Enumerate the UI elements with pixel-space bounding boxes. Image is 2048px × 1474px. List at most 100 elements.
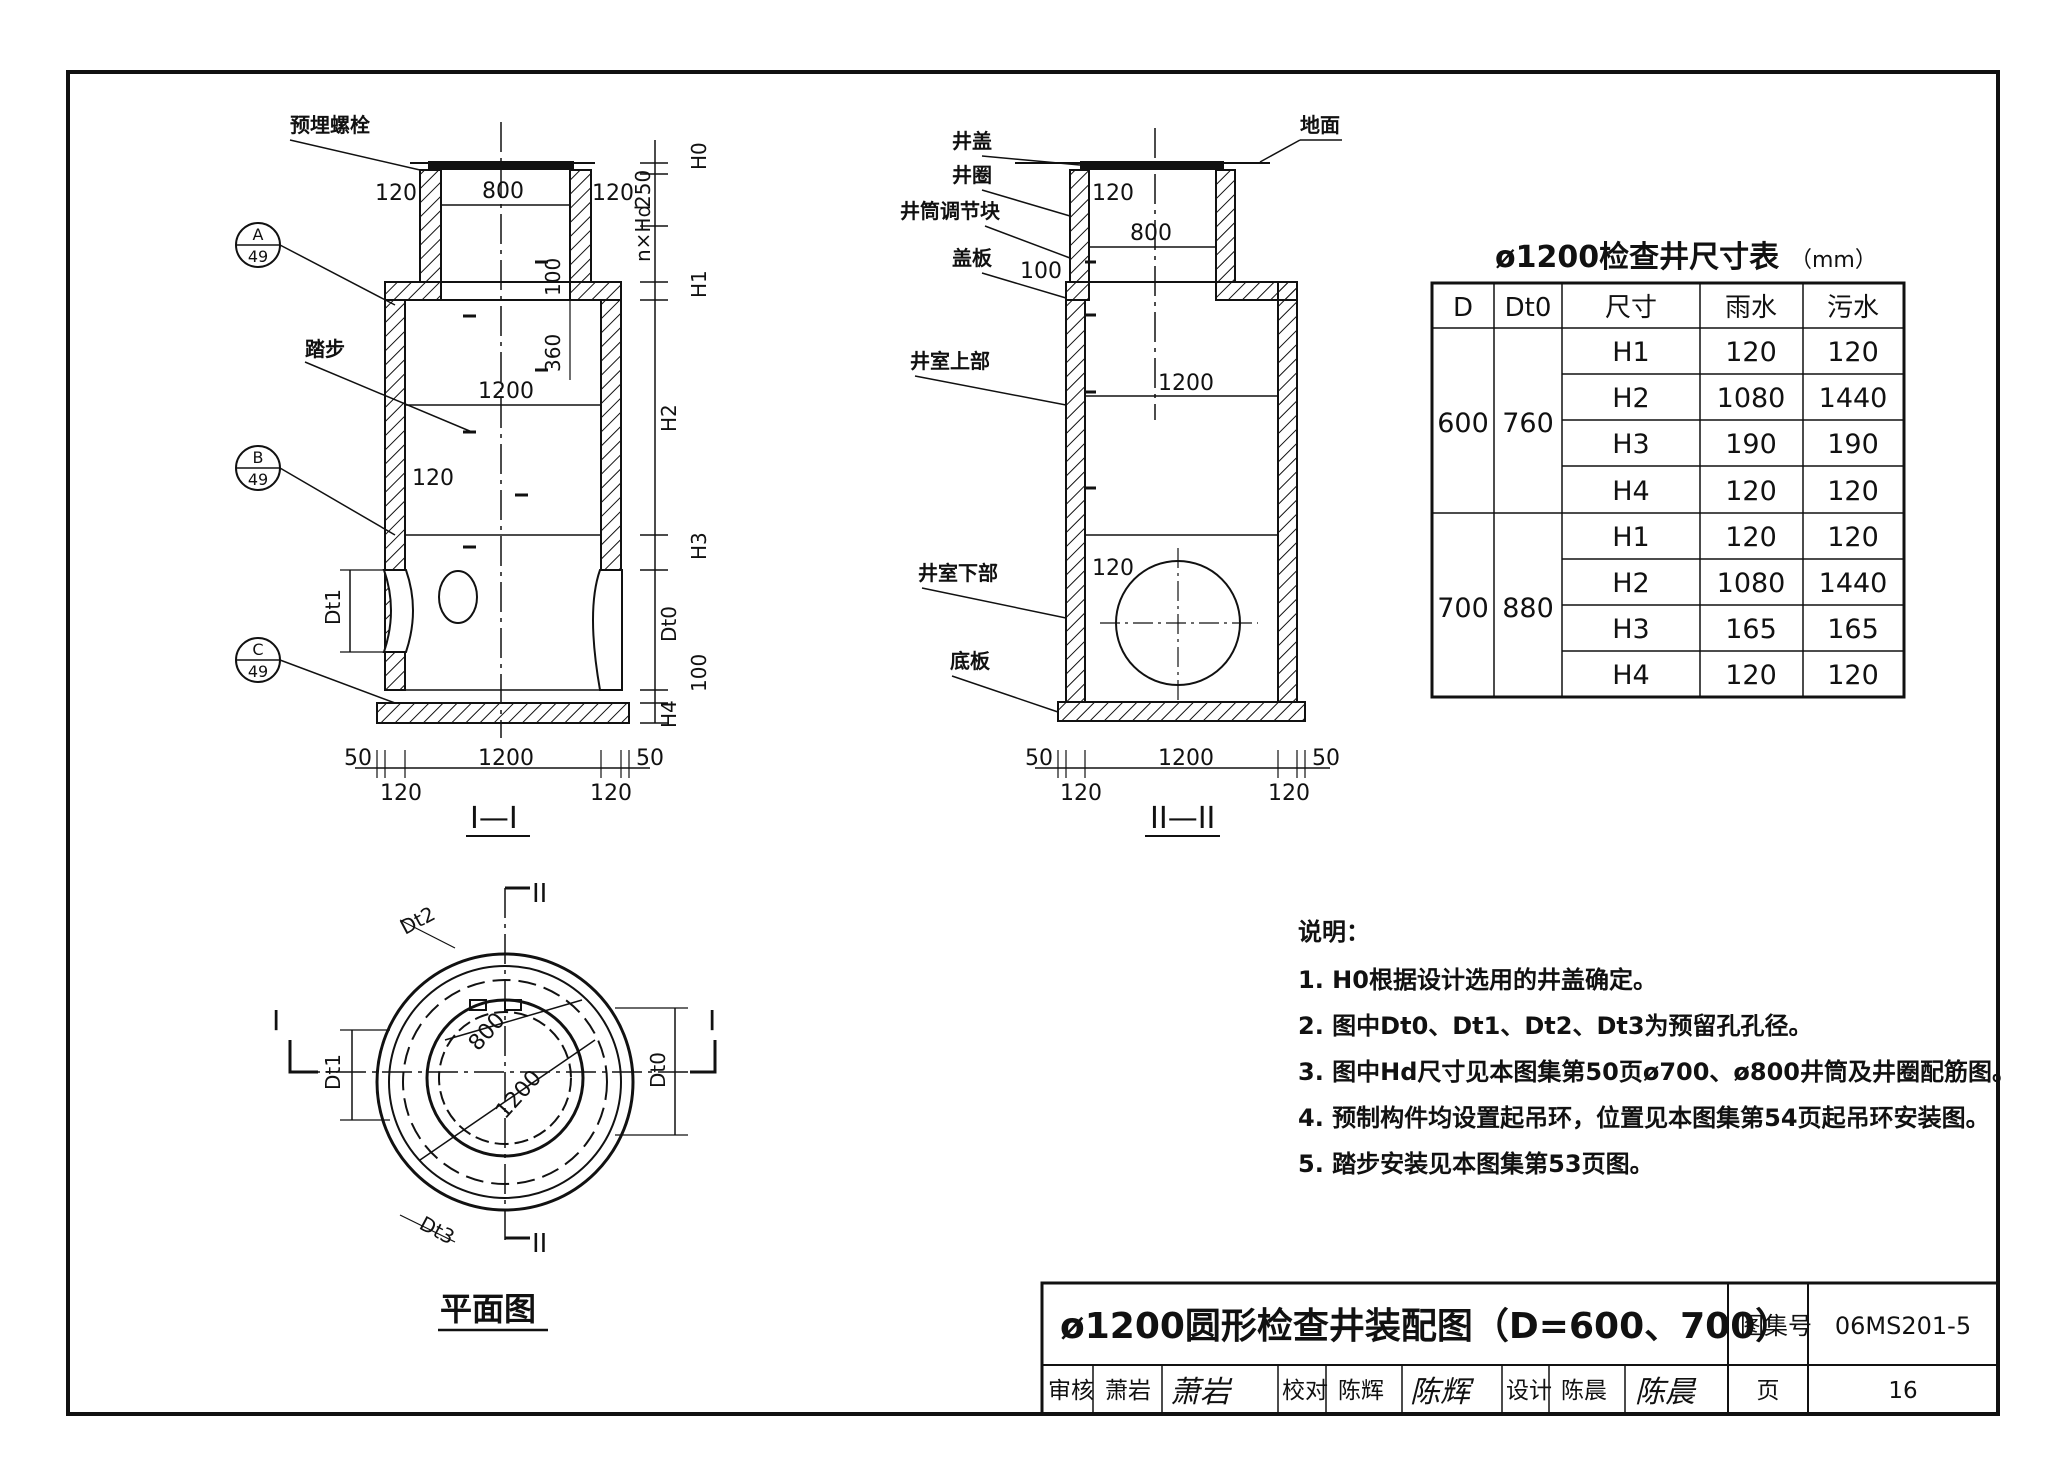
ref-c: C 49 [235, 637, 396, 704]
note-3: 3. 图中Hd尺寸见本图集第50页ø700、ø800井筒及井圈配筋图。 [1298, 1058, 2016, 1086]
svg-text:页: 页 [1757, 1378, 1780, 1404]
svg-text:H3: H3 [1612, 429, 1649, 460]
svg-text:360: 360 [541, 334, 565, 372]
svg-text:图集号: 图集号 [1740, 1312, 1812, 1340]
svg-text:880: 880 [1502, 593, 1554, 624]
svg-text:120: 120 [1060, 781, 1102, 806]
step-rungs [463, 260, 548, 549]
table-unit: （mm） [1790, 248, 1877, 273]
svg-text:1440: 1440 [1819, 568, 1888, 599]
svg-text:Dt3: Dt3 [416, 1211, 459, 1249]
checker-signature: 陈辉 [1410, 1375, 1475, 1410]
svg-text:120: 120 [1827, 522, 1879, 553]
svg-text:井盖: 井盖 [952, 129, 992, 153]
note-5: 5. 踏步安装见本图集第53页图。 [1298, 1150, 1654, 1178]
svg-text:120: 120 [592, 181, 634, 206]
svg-text:I: I [272, 1004, 280, 1037]
svg-text:120: 120 [1092, 181, 1134, 206]
svg-text:800: 800 [1130, 221, 1172, 246]
svg-text:H4: H4 [1612, 476, 1649, 507]
section-2-title: II—II [1150, 801, 1215, 836]
svg-text:120: 120 [1827, 476, 1879, 507]
svg-text:190: 190 [1725, 429, 1777, 460]
ref-a: A 49 [235, 222, 396, 306]
svg-text:120: 120 [1827, 337, 1879, 368]
svg-text:D: D [1453, 293, 1473, 323]
svg-text:50: 50 [1312, 746, 1340, 771]
svg-text:地面: 地面 [1300, 113, 1340, 137]
svg-text:陈晨: 陈晨 [1561, 1378, 1607, 1404]
svg-text:1440: 1440 [1819, 383, 1888, 414]
svg-text:H2: H2 [1612, 383, 1649, 414]
notes: 说明： 1. H0根据设计选用的井盖确定。 2. 图中Dt0、Dt1、Dt2、D… [1298, 918, 2016, 1178]
svg-text:H1: H1 [1612, 522, 1649, 553]
svg-text:H4: H4 [657, 700, 681, 728]
svg-text:700: 700 [1437, 593, 1489, 624]
svg-text:190: 190 [1827, 429, 1879, 460]
svg-text:n×Hd: n×Hd [631, 205, 655, 262]
step-label: 踏步 [305, 337, 345, 361]
svg-text:陈辉: 陈辉 [1338, 1378, 1384, 1404]
plan-title: 平面图 [440, 1290, 536, 1328]
svg-text:Dt0: Dt0 [1505, 293, 1552, 323]
svg-text:1080: 1080 [1717, 568, 1786, 599]
base-slab [376, 702, 630, 724]
plan-view: 800 1200 Dt2 Dt3 Dt1 Dt0 I I II II 平面图 [272, 879, 717, 1332]
svg-text:H3: H3 [687, 532, 711, 560]
svg-text:120: 120 [375, 181, 417, 206]
svg-text:120: 120 [1725, 522, 1777, 553]
svg-text:H4: H4 [1612, 660, 1649, 691]
svg-text:50: 50 [636, 746, 664, 771]
svg-text:49: 49 [248, 247, 268, 266]
svg-text:120: 120 [1827, 660, 1879, 691]
section-1-1: 预埋螺栓 踏步 A 49 B 49 C 49 120 800 120 [235, 113, 711, 837]
svg-text:污水: 污水 [1827, 293, 1879, 323]
svg-text:井筒调节块: 井筒调节块 [900, 199, 1001, 223]
svg-text:盖板: 盖板 [952, 246, 993, 270]
bolt-label: 预埋螺栓 [290, 113, 370, 137]
svg-text:165: 165 [1827, 614, 1879, 645]
svg-text:审核: 审核 [1048, 1378, 1094, 1404]
svg-text:120: 120 [590, 781, 632, 806]
svg-text:H2: H2 [1612, 568, 1649, 599]
svg-text:H0: H0 [687, 142, 711, 170]
svg-text:1200: 1200 [478, 379, 534, 404]
svg-text:50: 50 [344, 746, 372, 771]
svg-text:120: 120 [412, 466, 454, 491]
svg-text:600: 600 [1437, 408, 1489, 439]
svg-text:49: 49 [248, 662, 268, 681]
svg-text:1080: 1080 [1717, 383, 1786, 414]
svg-text:120: 120 [1268, 781, 1310, 806]
svg-text:井室上部: 井室上部 [910, 349, 990, 373]
note-2: 2. 图中Dt0、Dt1、Dt2、Dt3为预留孔孔径。 [1298, 1012, 1813, 1040]
svg-text:165: 165 [1725, 614, 1777, 645]
svg-text:校对: 校对 [1282, 1378, 1328, 1404]
section-1-title: I—I [470, 801, 518, 836]
svg-text:Dt2: Dt2 [396, 901, 439, 939]
atlas-number: 06MS201-5 [1835, 1312, 1971, 1340]
note-1: 1. H0根据设计选用的井盖确定。 [1298, 966, 1657, 994]
svg-text:C: C [252, 640, 263, 659]
svg-text:120: 120 [1725, 337, 1777, 368]
svg-text:100: 100 [1020, 259, 1062, 284]
svg-text:1200: 1200 [1158, 371, 1214, 396]
svg-text:A: A [253, 225, 264, 244]
svg-text:井圈: 井圈 [952, 163, 992, 187]
svg-text:1200: 1200 [1158, 746, 1214, 771]
svg-text:底板: 底板 [950, 649, 991, 673]
svg-text:120: 120 [1725, 476, 1777, 507]
svg-text:Dt0: Dt0 [646, 1052, 670, 1088]
svg-text:H3: H3 [1612, 614, 1649, 645]
svg-text:尺寸: 尺寸 [1605, 293, 1657, 323]
section-2-2: 井盖 井圈 井筒调节块 盖板 地面 井室上部 井室下部 底板 120 800 1… [900, 113, 1342, 837]
svg-text:B: B [253, 448, 264, 467]
svg-text:120: 120 [1092, 556, 1134, 581]
svg-text:49: 49 [248, 470, 268, 489]
svg-text:Dt1: Dt1 [321, 1054, 345, 1090]
svg-text:1200: 1200 [491, 1066, 547, 1124]
svg-text:800: 800 [464, 1008, 511, 1056]
svg-text:760: 760 [1502, 408, 1554, 439]
page-number: 16 [1888, 1378, 1917, 1404]
table-title: ø1200检查井尺寸表 [1495, 240, 1779, 275]
